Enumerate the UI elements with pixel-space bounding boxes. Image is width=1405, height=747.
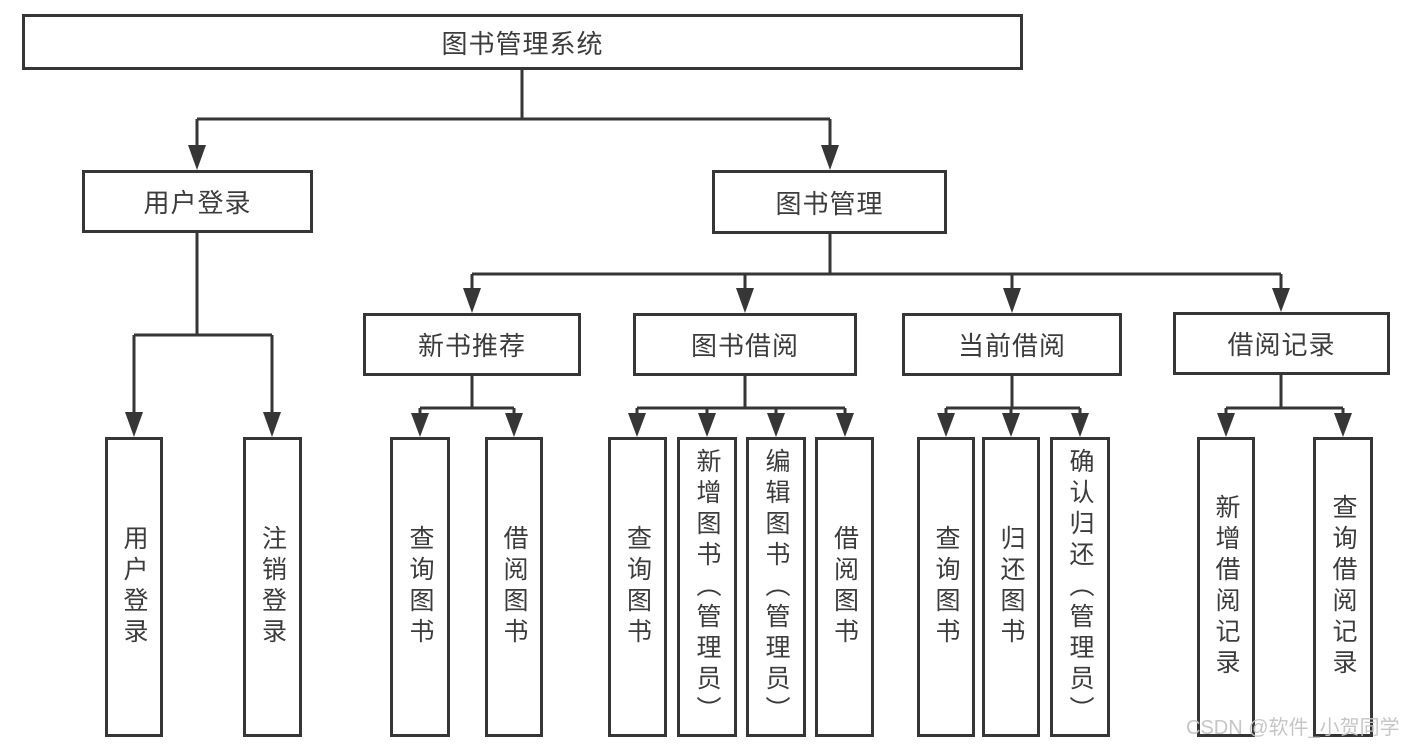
arrowhead [1272, 288, 1290, 312]
leaf-query-borrow-record: 查询借阅记录 [1313, 437, 1373, 737]
arrowhead [463, 288, 481, 313]
leaf-return-book-label: 归还图书 [997, 525, 1025, 649]
leaf-edit-book-admin: 编辑图书（管理员） [746, 437, 806, 737]
leaf-query-book-3-label: 查询图书 [932, 525, 960, 649]
arrowhead [1003, 288, 1021, 313]
leaf-query-book-1: 查询图书 [390, 437, 450, 737]
arrowhead [1334, 413, 1352, 437]
csdn-watermark: CSDN @软件_小贺同学 [1186, 717, 1400, 739]
node-user-login-label: 用户登录 [143, 188, 252, 218]
connector-borrowrecord-to-children [1224, 375, 1345, 415]
node-library-management-system-label: 图书管理系统 [441, 28, 604, 59]
node-current-borrow-label: 当前借阅 [957, 331, 1066, 361]
arrowhead [1002, 413, 1020, 437]
arrowhead [821, 145, 839, 170]
arrowhead [937, 413, 955, 437]
node-book-management-label: 图书管理 [775, 188, 884, 219]
connector-bookborrow-to-children [635, 376, 847, 415]
leaf-confirm-return-admin-label: 确认归还（管理员） [1066, 447, 1094, 727]
node-new-book-recommend-label: 新书推荐 [417, 331, 526, 361]
arrowhead [125, 412, 143, 437]
node-book-borrow-label: 图书借阅 [690, 331, 799, 361]
leaf-query-book-2: 查询图书 [608, 437, 667, 737]
leaf-return-book: 归还图书 [982, 437, 1040, 737]
leaf-add-borrow-record: 新增借阅记录 [1197, 437, 1255, 737]
arrowhead [411, 413, 429, 437]
leaf-borrow-book-1: 借阅图书 [485, 437, 543, 737]
node-current-borrow: 当前借阅 [902, 313, 1122, 376]
leaf-logout-label: 注销登录 [258, 525, 287, 649]
connector-root-to-level2 [195, 70, 832, 148]
connector-newbookrec-to-children [418, 376, 516, 415]
leaf-query-book-1-label: 查询图书 [406, 525, 434, 649]
leaf-edit-book-admin-label: 编辑图书（管理员） [762, 447, 790, 727]
arrowhead [836, 413, 854, 437]
leaf-query-book-3: 查询图书 [917, 437, 975, 737]
leaf-borrow-book-2-label: 借阅图书 [830, 525, 859, 649]
node-library-management-system: 图书管理系统 [22, 14, 1023, 70]
connector-userlogin-to-children [132, 233, 274, 414]
leaf-query-borrow-record-label: 查询借阅记录 [1329, 494, 1357, 680]
node-new-book-recommend: 新书推荐 [363, 313, 581, 376]
leaf-query-book-2-label: 查询图书 [623, 525, 652, 649]
node-borrow-record: 借阅记录 [1173, 312, 1390, 375]
node-borrow-record-label: 借阅记录 [1227, 330, 1336, 360]
node-book-management: 图书管理 [712, 170, 947, 234]
arrowhead [188, 145, 206, 170]
node-user-login: 用户登录 [82, 170, 313, 233]
leaf-add-book-admin: 新增图书（管理员） [677, 437, 737, 737]
arrowhead [1071, 413, 1089, 437]
leaf-user-login-label: 用户登录 [120, 525, 148, 649]
leaf-add-book-admin-label: 新增图书（管理员） [693, 447, 721, 727]
connector-bookmgmt-to-level3 [470, 233, 1283, 291]
node-book-borrow: 图书借阅 [633, 313, 857, 376]
arrowhead [505, 413, 523, 437]
arrowhead [1217, 413, 1235, 437]
arrowhead [628, 413, 646, 437]
leaf-borrow-book-1-label: 借阅图书 [500, 525, 528, 649]
connector-currentborrow-to-children [944, 376, 1082, 415]
leaf-user-login: 用户登录 [105, 437, 163, 737]
leaf-add-borrow-record-label: 新增借阅记录 [1212, 494, 1240, 680]
leaf-logout: 注销登录 [243, 437, 302, 737]
arrowhead [767, 413, 785, 437]
arrowhead [698, 413, 716, 437]
arrowhead [263, 412, 281, 437]
leaf-confirm-return-admin: 确认归还（管理员） [1050, 437, 1110, 737]
leaf-borrow-book-2: 借阅图书 [815, 437, 874, 737]
arrowhead [736, 288, 754, 313]
